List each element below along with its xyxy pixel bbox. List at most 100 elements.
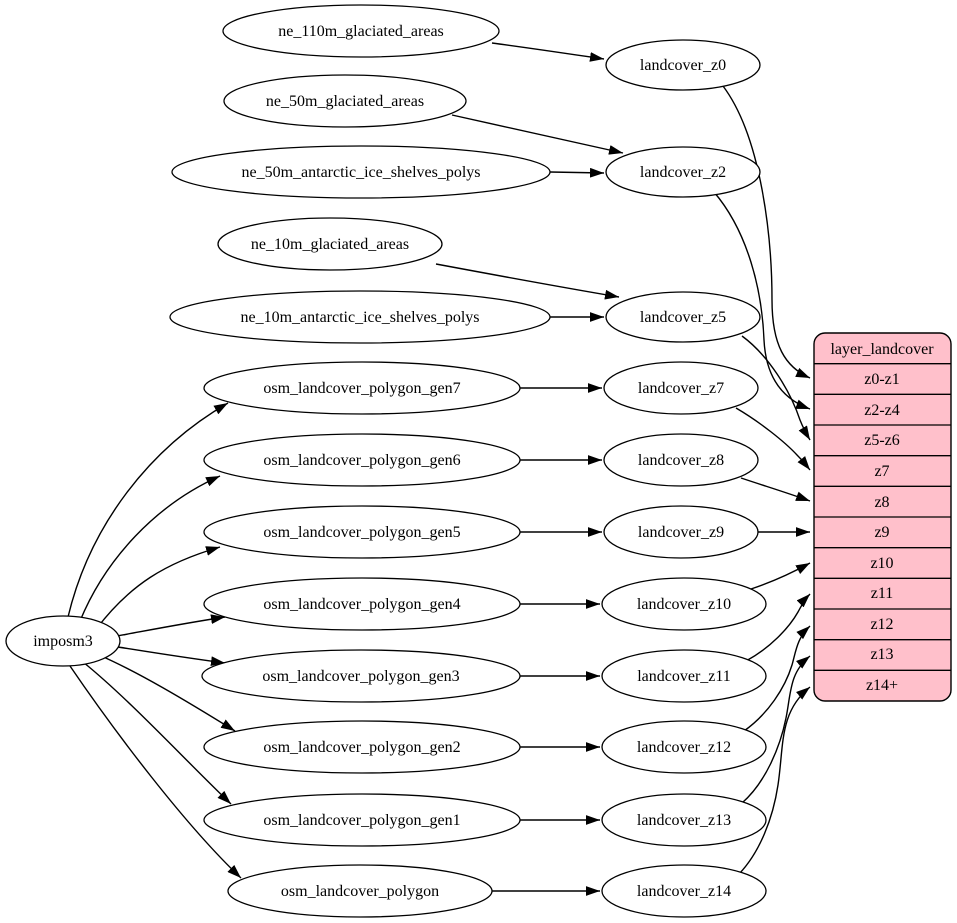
node-ne10m-antarctic-ice-shelves-polys-shape [169,290,551,344]
node-landcover-z7-shape [603,361,759,415]
node-imposm3-shape [5,615,121,667]
node-landcover-z8-shape [603,433,759,487]
edge-imposm3-gen1 [82,661,232,805]
node-osm-landcover-polygon-gen1-shape [203,793,521,847]
node-osm-landcover-polygon-gen5-shape [203,505,521,559]
edge-z13-row-z13 [741,655,811,804]
node-osm-landcover-polygon-gen3: osm_landcover_polygon_gen3 [201,649,521,703]
node-osm-landcover-polygon-gen6: osm_landcover_polygon_gen6 [203,433,521,487]
node-ne50m-antarctic-ice-shelves-polys-label: ne_50m_antarctic_ice_shelves_polys [241,164,480,181]
node-landcover-z8-label: landcover_z8 [638,452,724,469]
node-ne50m-antarctic-ice-shelves-polys: ne_50m_antarctic_ice_shelves_polys [171,145,551,199]
node-osm-landcover-polygon-gen2-shape [203,720,521,774]
record-row-z12: z12 [870,616,893,633]
node-landcover-z13-label: landcover_z13 [637,812,731,829]
node-osm-landcover-polygon-gen1-label: osm_landcover_polygon_gen1 [263,812,460,829]
node-landcover-z8: landcover_z8 [603,433,759,487]
node-osm-landcover-polygon-gen7: osm_landcover_polygon_gen7 [203,361,521,415]
node-osm-landcover-polygon-gen1: osm_landcover_polygon_gen1 [203,793,521,847]
node-ne50m-glaciated-areas-label: ne_50m_glaciated_areas [266,93,424,110]
record-row-z5-z6: z5-z6 [864,432,900,449]
node-ne110m-glaciated-areas: ne_110m_glaciated_areas [222,4,500,58]
record-layer-landcover: layer_landcover z0-z1 z2-z4 z5-z6 z7 z8 … [813,332,952,702]
node-osm-landcover-polygon-gen7-shape [203,361,521,415]
node-landcover-z13-shape [601,793,767,847]
node-ne50m-antarctic-ice-shelves-polys-shape [171,145,551,199]
node-landcover-z12-shape [601,720,767,774]
edge-imposm3-gen7 [67,402,229,618]
node-landcover-z12-label: landcover_z12 [637,739,731,756]
node-landcover-z0-shape [605,39,761,91]
edge-z7-row-z7 [735,407,811,471]
edge-imposm3-gen5 [96,546,221,629]
edge-imposm3-gen6 [79,475,221,622]
node-landcover-z0: landcover_z0 [605,39,761,91]
edge-z14-row-z14p [738,686,811,875]
node-landcover-z10: landcover_z10 [601,577,767,631]
record-row-z13: z13 [870,646,893,663]
node-osm-landcover-polygon-gen3-shape [201,649,521,703]
edge-imposm3-gen2 [98,654,236,732]
edges-group [67,42,811,896]
node-osm-landcover-polygon-gen6-shape [203,433,521,487]
edge-imposm3-gen4 [116,614,226,637]
node-landcover-z11-label: landcover_z11 [637,668,731,685]
node-landcover-z5-label: landcover_z5 [640,309,726,326]
node-osm-landcover-polygon-gen7-label: osm_landcover_polygon_gen7 [263,380,460,397]
edge-ne110g-z0 [491,42,605,62]
edge-z11-row-z11 [745,593,811,662]
node-ne110m-glaciated-areas-label: ne_110m_glaciated_areas [278,23,444,40]
node-osm-landcover-polygon-label: osm_landcover_polygon [281,883,439,900]
node-ne110m-glaciated-areas-shape [222,4,500,58]
record-row-z9: z9 [874,524,889,541]
node-osm-landcover-polygon-gen4-shape [203,577,521,631]
record-title: layer_landcover [830,341,934,358]
node-landcover-z12: landcover_z12 [601,720,767,774]
node-osm-landcover-polygon-gen5-label: osm_landcover_polygon_gen5 [263,524,460,541]
edge-imposm3-gen3 [117,646,226,667]
node-landcover-z7-label: landcover_z7 [638,380,724,397]
node-landcover-z14-shape [601,864,767,918]
node-ne10m-antarctic-ice-shelves-polys-label: ne_10m_antarctic_ice_shelves_polys [240,309,479,326]
node-landcover-z14-label: landcover_z14 [637,883,731,900]
edge-ne10g-z5 [435,263,620,300]
node-osm-landcover-polygon-gen6-label: osm_landcover_polygon_gen6 [263,452,460,469]
edge-z0-row-z0-z1 [722,85,811,379]
node-landcover-z2-label: landcover_z2 [640,164,726,181]
edge-z2-row-z2-z4 [713,191,811,410]
node-osm-landcover-polygon-gen4: osm_landcover_polygon_gen4 [203,577,521,631]
node-osm-landcover-polygon-gen2: osm_landcover_polygon_gen2 [203,720,521,774]
node-osm-landcover-polygon-shape [227,864,493,918]
edge-z8-row-z8 [740,477,811,502]
node-imposm3: imposm3 [5,615,121,667]
node-landcover-z5-shape [605,291,761,343]
node-landcover-z11: landcover_z11 [601,649,767,703]
node-ne10m-glaciated-areas: ne_10m_glaciated_areas [217,217,443,271]
node-ne50m-glaciated-areas-shape [223,74,467,128]
node-ne10m-glaciated-areas-shape [217,217,443,271]
record-row-z8: z8 [874,494,889,511]
node-landcover-z5: landcover_z5 [605,291,761,343]
node-landcover-z7: landcover_z7 [603,361,759,415]
record-row-z7: z7 [874,463,889,480]
node-landcover-z9-shape [603,505,759,559]
edge-z10-row-z10 [750,562,811,590]
node-landcover-z10-shape [601,577,767,631]
record-row-z10: z10 [870,555,893,572]
node-osm-landcover-polygon-gen2-label: osm_landcover_polygon_gen2 [263,739,460,756]
node-landcover-z13: landcover_z13 [601,793,767,847]
node-ne10m-glaciated-areas-label: ne_10m_glaciated_areas [251,236,409,253]
node-osm-landcover-polygon-gen5: osm_landcover_polygon_gen5 [203,505,521,559]
record-row-z11: z11 [871,585,894,602]
edge-z12-row-z12 [743,625,811,732]
record-row-z2-z4: z2-z4 [864,402,900,419]
record-row-z0-z1: z0-z1 [864,371,900,388]
record-row-z14plus: z14+ [866,677,898,694]
node-ne50m-glaciated-areas: ne_50m_glaciated_areas [223,74,467,128]
edge-ne50g-z2 [451,114,624,155]
node-landcover-z9-label: landcover_z9 [638,524,724,541]
edge-ne50a-z2 [549,167,605,178]
node-osm-landcover-polygon: osm_landcover_polygon [227,864,493,918]
node-osm-landcover-polygon-gen3-label: osm_landcover_polygon_gen3 [262,668,459,685]
